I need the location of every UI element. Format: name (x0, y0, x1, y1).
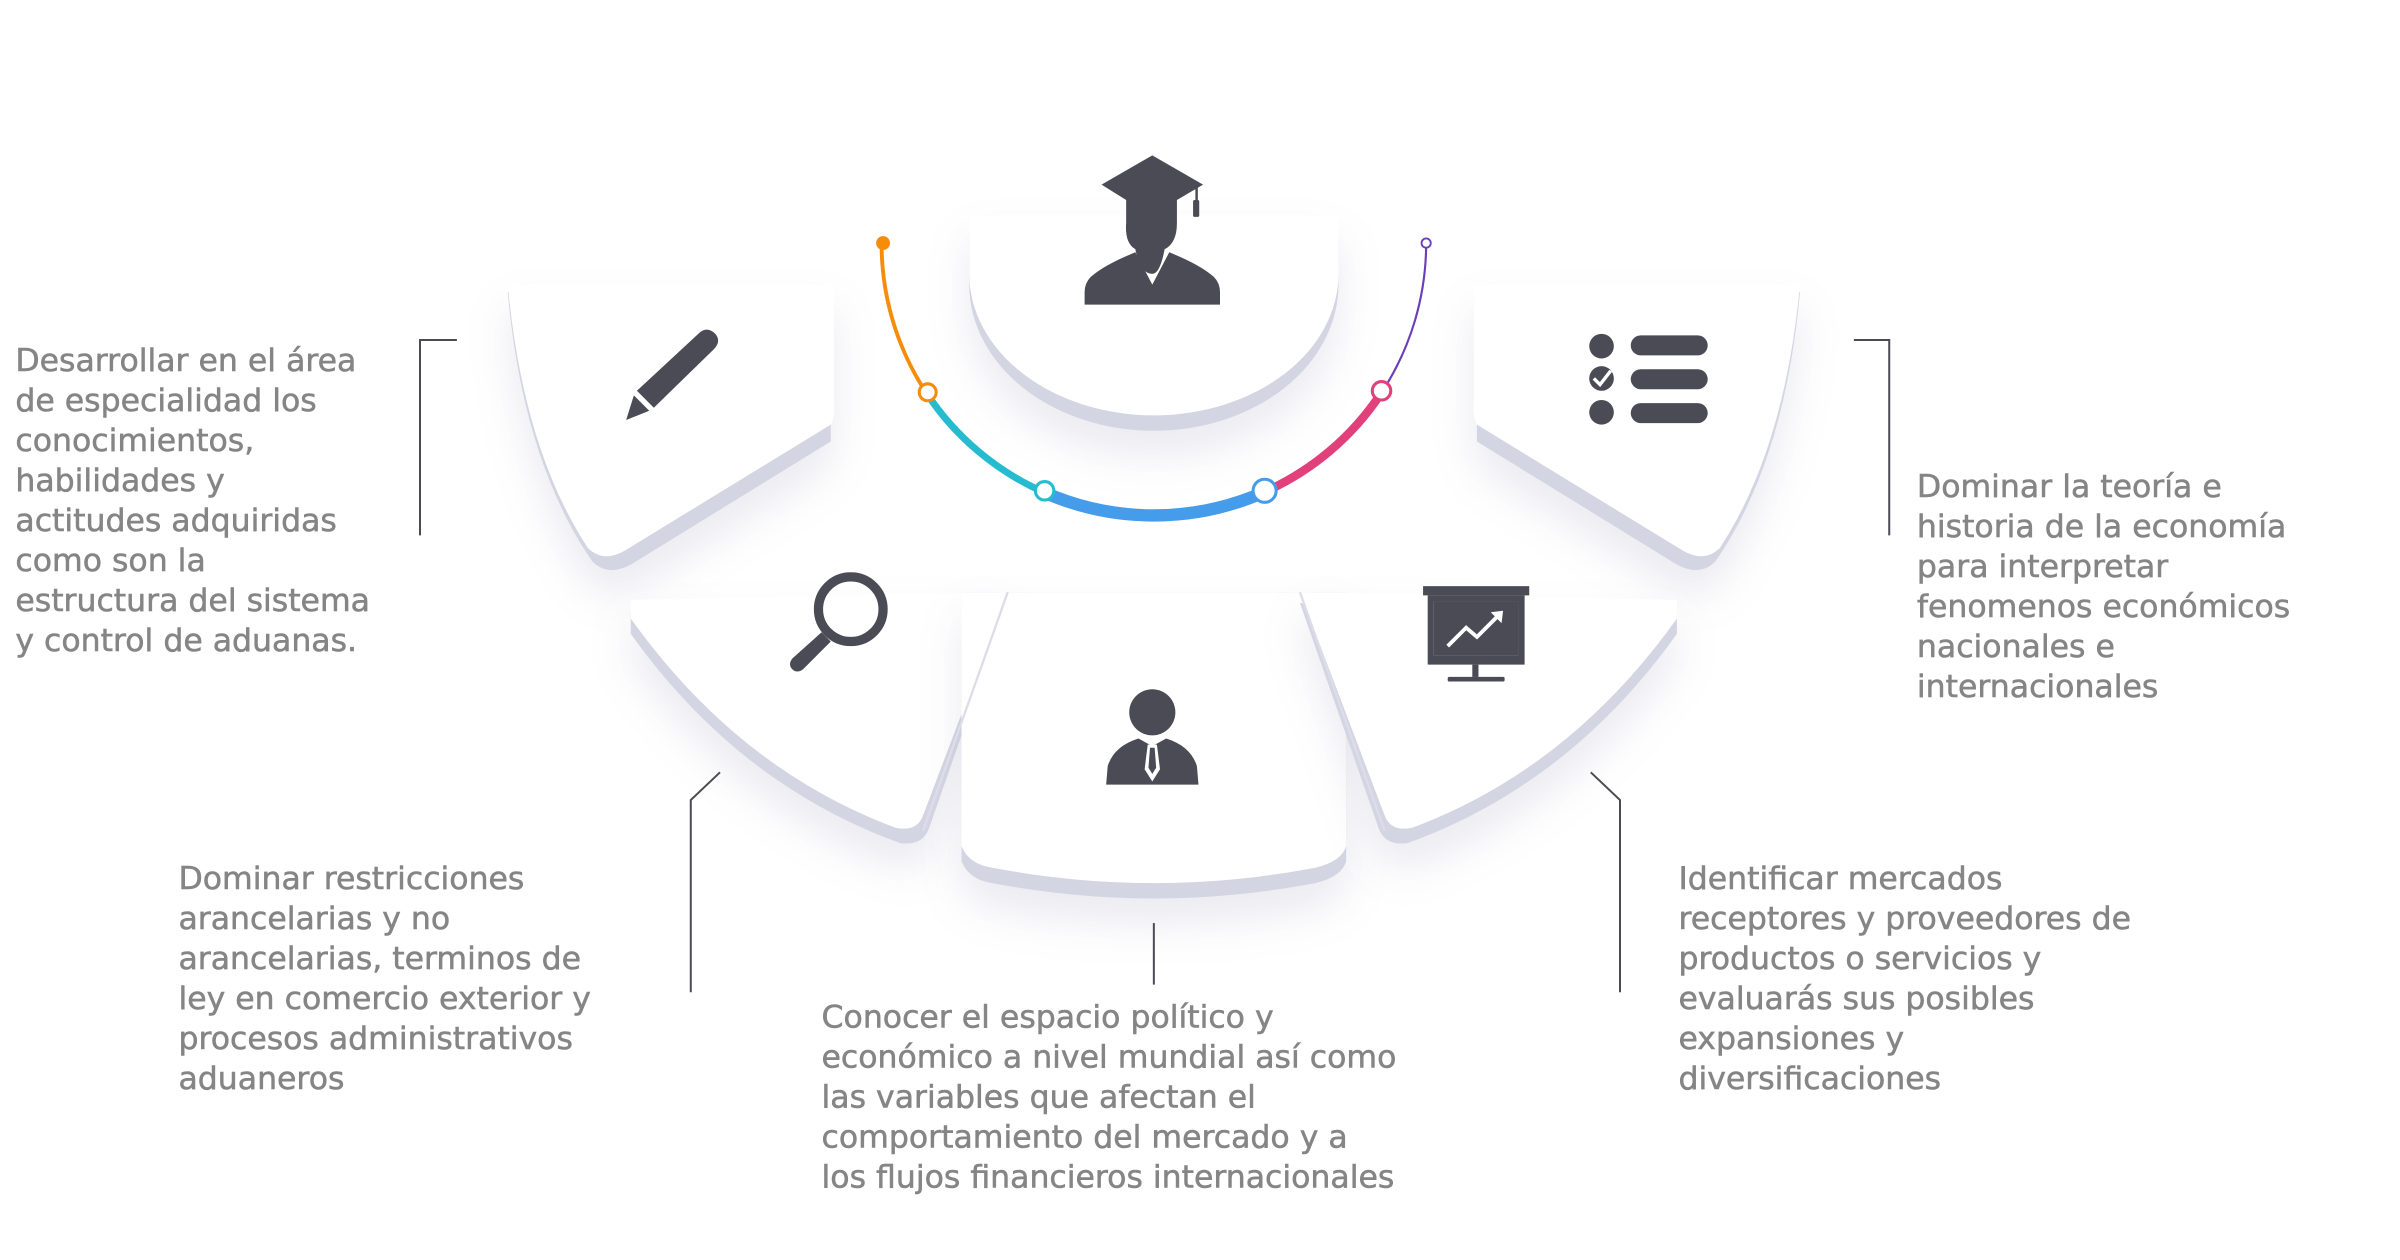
text-line: Identificar mercados (1678, 861, 2002, 897)
arc-node (917, 382, 938, 403)
text-line: diversificaciones (1678, 1061, 1941, 1097)
arc-segment-orange (879, 243, 929, 395)
text-line: como son la (15, 543, 205, 579)
arc-end-dot (876, 236, 890, 250)
text-block-bottom-center: Conocer el espacio político y económico a… (821, 999, 1397, 1196)
petal-top-right (1473, 284, 1800, 571)
text-line: para interpretar (1917, 549, 2168, 585)
text-line: historia de la economía (1917, 509, 2286, 545)
text-line: internacionales (1917, 669, 2158, 705)
text-line: Dominar la teoría e (1917, 469, 2222, 505)
graduate-icon (1084, 155, 1220, 305)
connector-bottom-right (1590, 771, 1622, 993)
petal-divider (1298, 591, 1386, 832)
arc-end-dot (1420, 237, 1432, 249)
arc-segment-blue (1041, 486, 1267, 522)
text-block-bottom-right: Identificar mercados receptores y proveed… (1678, 861, 2131, 1098)
text-line: fenomenos económicos (1917, 589, 2290, 625)
text-line: evaluarás sus posibles (1678, 981, 2034, 1017)
text-line: Desarrollar en el área (15, 343, 356, 379)
connector-bottom-left (689, 771, 721, 993)
magnifier-icon (790, 572, 888, 672)
text-line: conocimientos, (15, 423, 254, 459)
connector-top-left (419, 339, 457, 536)
text-line: y control de aduanas. (15, 623, 357, 659)
text-block-top-left: Desarrollar en el área de especialidad lo… (15, 342, 370, 659)
text-line: expansiones y (1678, 1021, 1904, 1057)
text-line: procesos administrativos (178, 1021, 572, 1057)
arc-segment-teal (923, 391, 1046, 496)
text-line: receptores y proveedores de (1678, 901, 2131, 937)
petal-top-center (969, 215, 1339, 431)
progress-arc (876, 236, 1432, 522)
text-line: estructura del sistema (15, 583, 370, 619)
text-line: de especialidad los (15, 383, 316, 419)
text-line: las variables que afectan el (822, 1080, 1256, 1116)
text-line: económico a nivel mundial así como (822, 1040, 1397, 1076)
text-line: nacionales e (1917, 629, 2115, 665)
text-line: arancelarias, terminos de (178, 941, 581, 977)
text-line: actitudes adquiridas (15, 503, 336, 539)
text-block-top-right: Dominar la teoría e historia de la econom… (1917, 469, 2291, 706)
petal-top-left (507, 284, 835, 571)
text-line: comportamiento del mercado y a (822, 1120, 1348, 1156)
chart-board-icon (1423, 586, 1530, 682)
text-line: aduaneros (178, 1061, 344, 1097)
text-block-bottom-left: Dominar restricciones arancelarias y no ar… (178, 861, 591, 1098)
text-line: productos o servicios y (1678, 941, 2041, 977)
connector-top-right (1853, 339, 1891, 536)
arc-segment-pink (1261, 390, 1385, 497)
text-line: Conocer el espacio político y (822, 1000, 1274, 1036)
checklist-icon (1589, 333, 1708, 425)
arc-segment-purple (1380, 243, 1428, 394)
businessman-icon (1106, 689, 1199, 785)
petal-divider (921, 591, 1009, 832)
text-line: los flujos financieros internacionales (822, 1160, 1395, 1196)
arc-node (1251, 477, 1278, 504)
text-line: Dominar restricciones (178, 861, 524, 897)
text-line: habilidades y (15, 463, 224, 499)
petal-bottom-right (1300, 592, 1677, 844)
arc-node (1033, 480, 1056, 502)
text-line: arancelarias y no (178, 901, 450, 937)
text-line: ley en comercio exterior y (178, 981, 590, 1017)
petal-bottom-left (630, 592, 1008, 844)
arc-node (1370, 380, 1393, 402)
pencil-icon (626, 329, 719, 420)
